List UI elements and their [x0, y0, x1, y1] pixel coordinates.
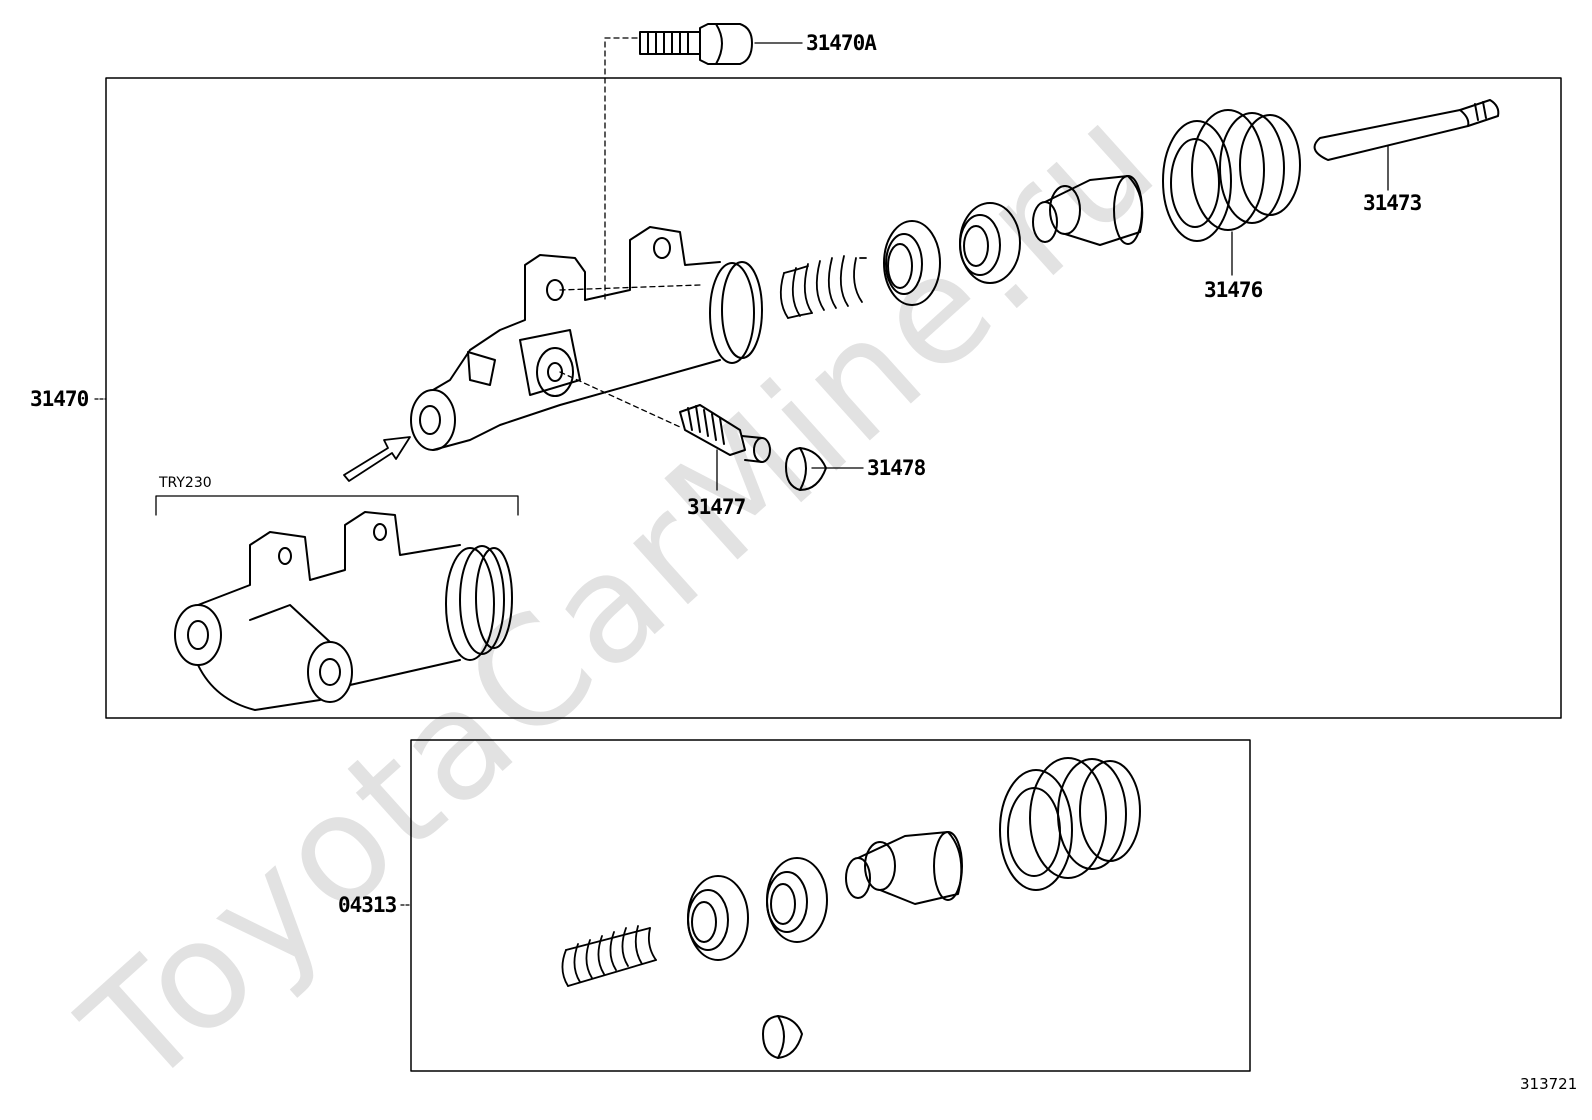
label-variant: TRY230 — [159, 475, 212, 491]
kit-spring — [561, 925, 657, 987]
kit-cup-2 — [766, 857, 828, 943]
bleeder-cap-part — [785, 447, 827, 491]
spring-part — [779, 255, 867, 319]
label-boot: 31476 — [1204, 278, 1263, 302]
pushrod-part — [1313, 99, 1500, 161]
label-repair-kit: 04313 — [338, 893, 397, 917]
kit-boot — [999, 757, 1141, 891]
piston-cup-1 — [883, 220, 941, 306]
label-pushrod: 31473 — [1363, 191, 1422, 215]
kit-cup-1 — [687, 875, 749, 961]
bolt-part — [639, 23, 753, 65]
cylinder-body — [410, 226, 763, 451]
label-bleeder-plug: 31477 — [687, 495, 746, 519]
label-bleeder-cap: 31478 — [867, 456, 926, 480]
label-bolt: 31470A — [806, 31, 877, 55]
repair-kit-frame — [410, 739, 1251, 1072]
label-assembly: 31470 — [30, 387, 89, 411]
piston-part — [1032, 175, 1144, 246]
sheet-id: 313721 — [1520, 1075, 1578, 1093]
boot-part — [1162, 109, 1301, 242]
kit-piston — [845, 831, 963, 905]
direction-arrow — [343, 436, 411, 482]
kit-cap — [762, 1015, 803, 1059]
assembly-frame — [105, 77, 1562, 719]
leader-lines — [94, 37, 1389, 906]
piston-cup-2 — [959, 202, 1021, 284]
bleeder-plug-part — [679, 404, 771, 463]
variant-cylinder — [174, 511, 513, 711]
